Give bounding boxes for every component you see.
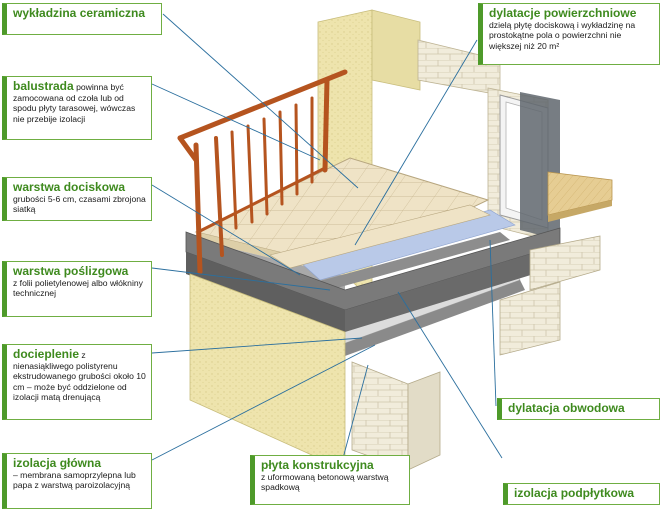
leader-docieplenie: [151, 337, 363, 354]
leader-izolacja-glowna: [151, 344, 376, 461]
label-text: powinna być zamocowana od czoła lub od s…: [13, 82, 136, 124]
railing-post-right: [322, 77, 330, 173]
railing-side-rail: [177, 135, 199, 163]
label-warstwa-dociskowa: warstwa dociskowa grubości 5-6 cm, czasa…: [2, 177, 152, 221]
label-text: – membrana samoprzylepna lub papa z wars…: [13, 470, 136, 491]
interior-floor-edge: [548, 200, 612, 222]
label-title: izolacja główna: [13, 456, 102, 470]
foundation-block-side: [407, 371, 441, 471]
label-title: balustrada: [13, 79, 74, 93]
foundation-block-front: [351, 361, 409, 471]
label-title: dylatacje powierzchniowe: [489, 6, 637, 20]
label-warstwa-poslizgowa: warstwa poślizgowa z folii polietylenowe…: [2, 261, 152, 317]
label-title: izolacja podpłytkowa: [514, 486, 635, 500]
label-text: dzielą płytę dociskową i wykładzinę na p…: [489, 20, 636, 51]
label-docieplenie: docieplenie z nienasiąkliwego polistyren…: [2, 344, 152, 420]
label-izolacja-glowna: izolacja główna – membrana samoprzylepna…: [2, 453, 152, 509]
label-wykladzina-ceramiczna: wykładzina ceramiczna: [2, 3, 162, 35]
foundation-block-right: [499, 281, 561, 356]
railing: [177, 69, 348, 275]
label-title: docieplenie: [13, 347, 80, 361]
label-dylatacje-powierzchniowe: dylatacje powierzchniowe dzielą płytę do…: [478, 3, 660, 65]
label-text: grubości 5-6 cm, czasami zbrojona siatką: [13, 194, 146, 215]
label-balustrada: balustrada powinna być zamocowana od czo…: [2, 76, 152, 140]
leader-wykladzina: [162, 13, 359, 189]
label-text: z uformowaną betonową warstwą spadkową: [261, 472, 389, 493]
reinforcement-mesh: [305, 232, 510, 294]
railing-top-rail: [177, 69, 348, 141]
tile-step-surface: [269, 204, 491, 269]
leader-balustrada: [151, 83, 321, 161]
railing-post-mid: [214, 136, 224, 257]
label-text: z folii polietylenowej albo włókniny tec…: [13, 278, 143, 299]
leader-obwodowa: [489, 239, 497, 407]
right-support-block: [529, 235, 601, 291]
label-title: płyta konstrukcyjna: [261, 458, 374, 472]
leader-plyta: [341, 364, 369, 463]
structural-slab-front: [186, 252, 345, 332]
leader-dociskowa: [151, 184, 301, 276]
label-title: dylatacja obwodowa: [508, 401, 625, 415]
label-text: z nienasiąkliwego polistyrenu ekstrudowa…: [13, 350, 146, 403]
drainage-layer: [340, 280, 525, 356]
label-title: warstwa poślizgowa: [13, 264, 129, 278]
label-dylatacja-obwodowa: dylatacja obwodowa: [497, 398, 660, 420]
label-izolacja-podplytkowa: izolacja podpłytkowa: [503, 483, 660, 505]
label-title: wykładzina ceramiczna: [13, 6, 146, 20]
railing-baluster: [246, 124, 254, 224]
label-title: warstwa dociskowa: [13, 180, 126, 194]
label-plyta-konstrukcyjna: płyta konstrukcyjna z uformowaną betonow…: [250, 455, 410, 505]
structural-slab-side: [345, 245, 560, 332]
railing-baluster: [230, 130, 238, 230]
leader-dylatacje: [354, 39, 478, 246]
leader-podplytkowa: [397, 291, 503, 459]
railing-baluster: [278, 110, 284, 206]
wall-side-face: [371, 9, 421, 91]
leader-lines: [151, 13, 503, 463]
railing-post-left: [193, 142, 203, 275]
leader-poslizgowa: [151, 267, 331, 291]
